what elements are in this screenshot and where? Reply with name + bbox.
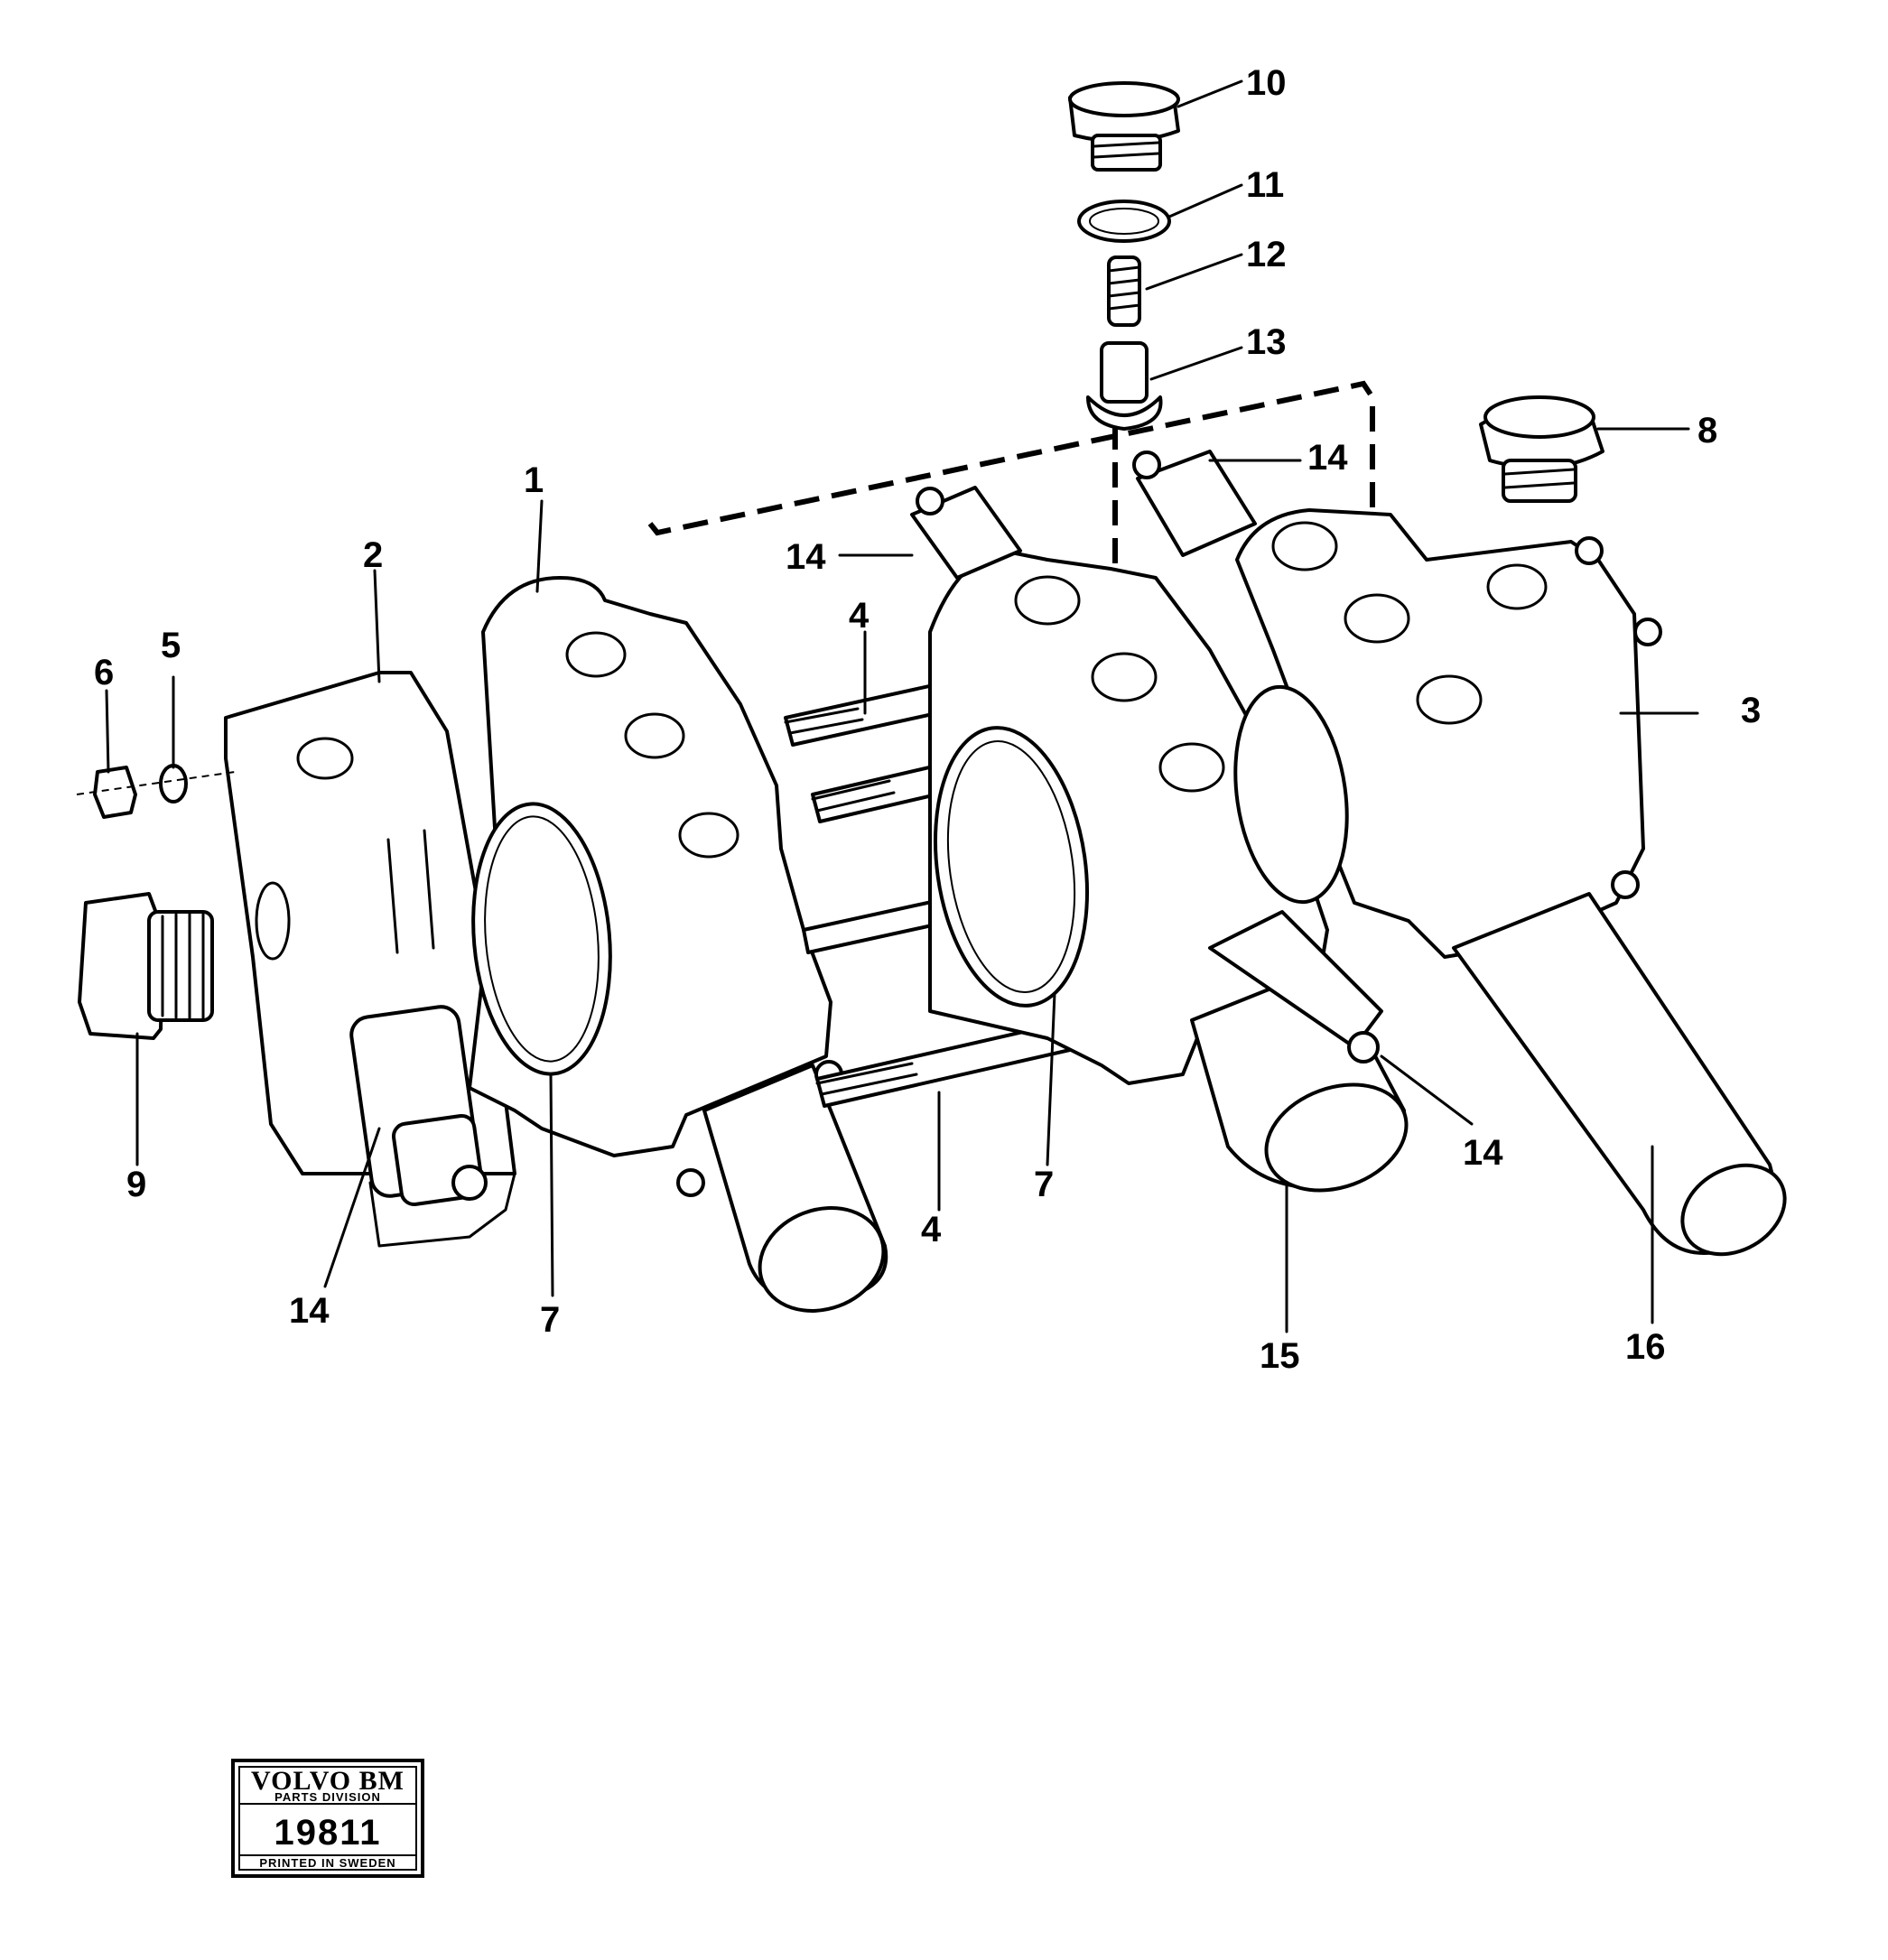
callout-3: 3 xyxy=(1741,691,1761,730)
section-middle xyxy=(910,486,1409,1193)
nut-washer-parts-5-6 xyxy=(76,764,236,819)
callout-14-top-left: 14 xyxy=(786,537,826,577)
callout-14-lower-left: 14 xyxy=(289,1291,330,1331)
callout-6: 6 xyxy=(94,653,114,692)
callout-11: 11 xyxy=(1246,165,1284,205)
callout-14-top-right: 14 xyxy=(1307,438,1348,478)
leader-lines xyxy=(105,79,1699,1333)
stamp-brand: VOLVO BM xyxy=(251,1766,405,1796)
callout-15: 15 xyxy=(1260,1336,1300,1376)
stamp-printed: PRINTED IN SWEDEN xyxy=(259,1856,395,1870)
callout-4-lower: 4 xyxy=(921,1210,942,1249)
callout-12: 12 xyxy=(1246,235,1287,274)
stamp-number: 19811 xyxy=(274,1813,381,1853)
end-block-part-2 xyxy=(224,671,516,1248)
callout-10: 10 xyxy=(1246,63,1287,103)
callout-5: 5 xyxy=(161,626,181,665)
callout-1: 1 xyxy=(524,460,544,500)
callout-13: 13 xyxy=(1246,322,1287,362)
callout-7-middle: 7 xyxy=(1034,1165,1054,1204)
section-part-1 xyxy=(468,576,888,1313)
callout-14-lower-right: 14 xyxy=(1463,1133,1503,1173)
plug-part-8 xyxy=(1479,395,1604,503)
callout-4-upper: 4 xyxy=(849,596,870,636)
callout-labels: 10 11 12 13 8 14 14 3 1 2 4 6 5 9 7 4 14… xyxy=(94,63,1761,1376)
callout-7-left: 7 xyxy=(540,1300,560,1340)
callout-8: 8 xyxy=(1697,411,1717,451)
section-right-part-3 xyxy=(1132,450,1787,1257)
stamp-division: PARTS DIVISION xyxy=(274,1790,381,1804)
callout-16: 16 xyxy=(1625,1327,1666,1367)
plug-stack-parts-10-13 xyxy=(1068,81,1180,431)
volvo-bm-stamp: VOLVO BM PARTS DIVISION 19811 PRINTED IN… xyxy=(231,1759,424,1878)
callout-9: 9 xyxy=(126,1165,146,1204)
plug-part-9 xyxy=(78,892,214,1040)
callout-2: 2 xyxy=(363,535,383,575)
